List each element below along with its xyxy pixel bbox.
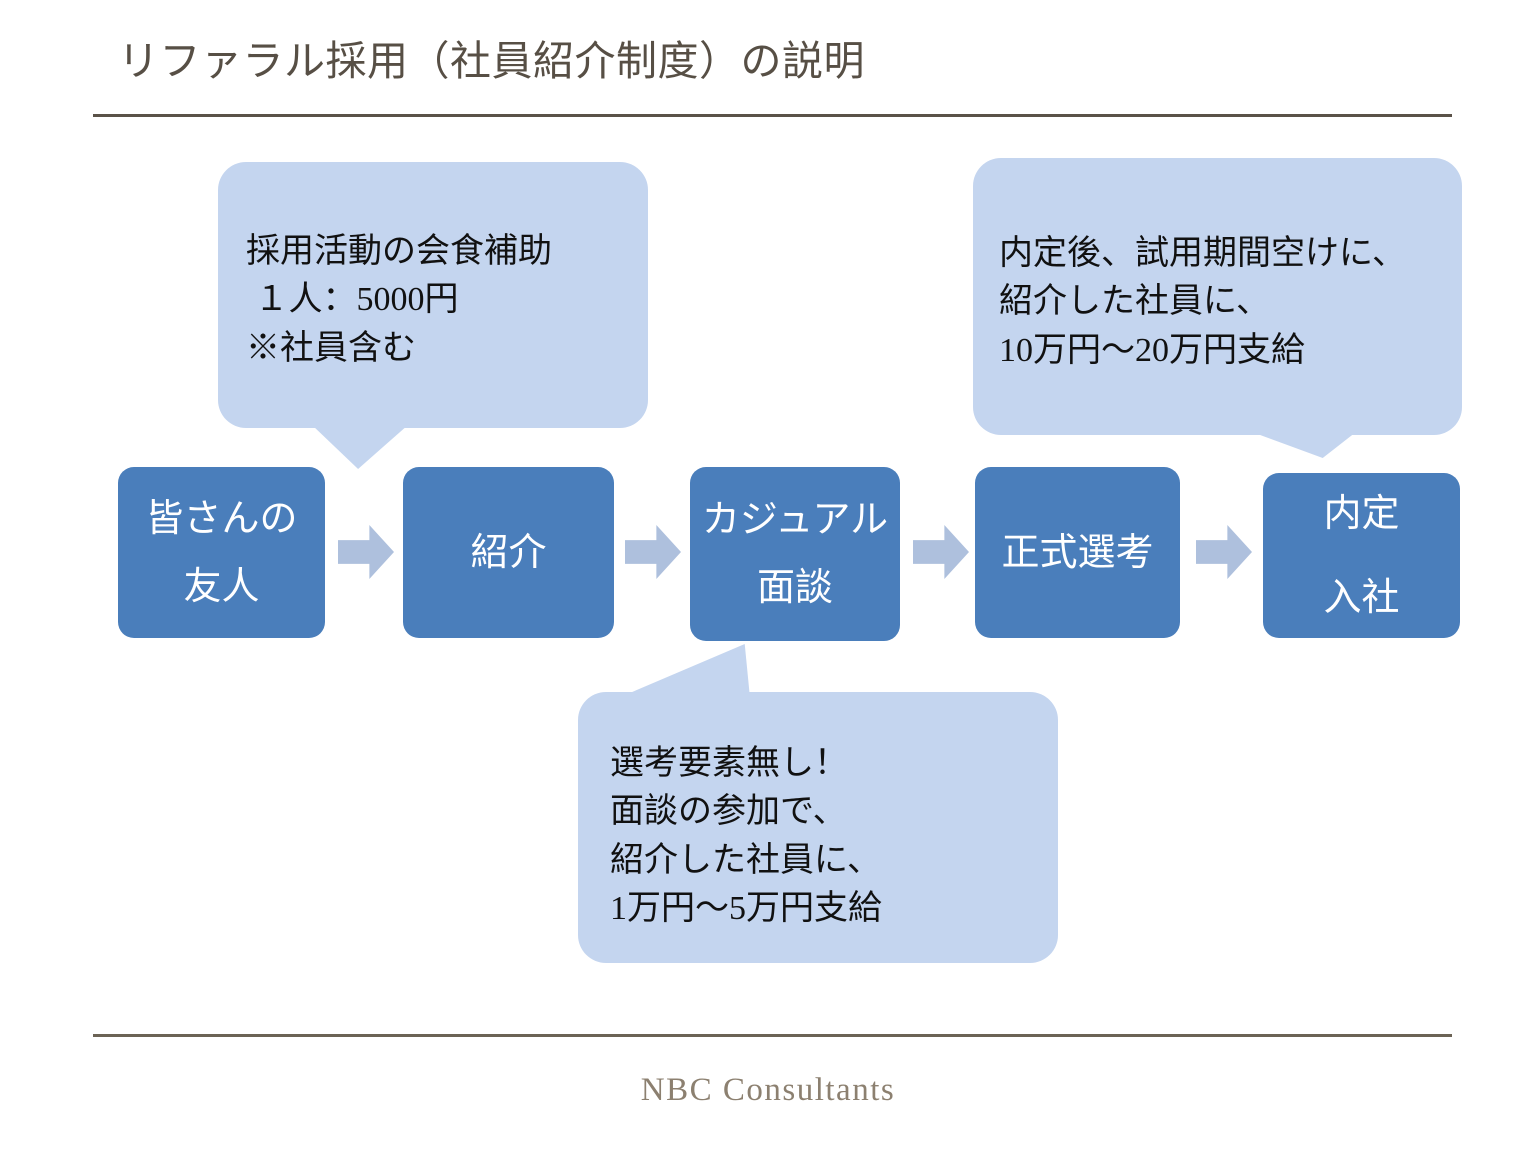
arrow-right-icon	[338, 525, 394, 579]
callout-meal-text: 採用活動の会食補助 １人：5000円 ※社員含む	[246, 233, 552, 367]
arrow-right-icon	[913, 525, 969, 579]
footer-divider	[93, 1034, 1452, 1037]
callout-casual-bonus[interactable]: 選考要素無し！ 面談の参加で、 紹介した社員に、 1万円～5万円支給	[578, 692, 1058, 963]
callout-offer-bonus[interactable]: 内定後、試用期間空けに、 紹介した社員に、 10万円～20万円支給	[973, 158, 1462, 435]
process-step-offer-line2: 入社	[1323, 576, 1400, 619]
title-divider	[93, 114, 1452, 117]
footer-brand: NBC Consultants	[640, 1072, 896, 1108]
process-step-formal-screening[interactable]: 正式選考	[975, 467, 1180, 638]
callout-casual-bonus-text: 選考要素無し！ 面談の参加で、 紹介した社員に、 1万円～5万円支給	[610, 745, 882, 927]
process-step-referral-line1: 紹介	[470, 531, 547, 574]
arrow-right-icon	[1196, 525, 1252, 579]
callout-meal-subsidy[interactable]: 採用活動の会食補助 １人：5000円 ※社員含む	[218, 162, 648, 428]
page-title: リファラル採用（社員紹介制度）の説明	[118, 38, 865, 84]
process-step-referral[interactable]: 紹介	[403, 467, 614, 638]
process-step-offer-line1: 内定	[1323, 492, 1400, 535]
callout-tail-casual-bonus	[618, 644, 750, 698]
process-step-formal-line1: 正式選考	[1001, 531, 1154, 574]
arrow-right-icon	[625, 525, 681, 579]
callout-tail-meal	[312, 425, 408, 469]
process-step-friends-line2: 友人	[183, 565, 260, 608]
process-step-offer-join[interactable]: 内定 入社	[1263, 473, 1460, 638]
callout-offer-bonus-text: 内定後、試用期間空けに、 紹介した社員に、 10万円～20万円支給	[999, 235, 1406, 369]
process-step-casual-line2: 面談	[756, 567, 833, 609]
process-step-casual-line1: カジュアル	[701, 499, 889, 541]
process-step-friends-line1: 皆さんの	[145, 497, 298, 540]
process-step-casual-interview[interactable]: カジュアル 面談	[690, 467, 900, 641]
callout-tail-offer-bonus	[1252, 432, 1356, 458]
process-step-friends[interactable]: 皆さんの 友人	[118, 467, 325, 638]
